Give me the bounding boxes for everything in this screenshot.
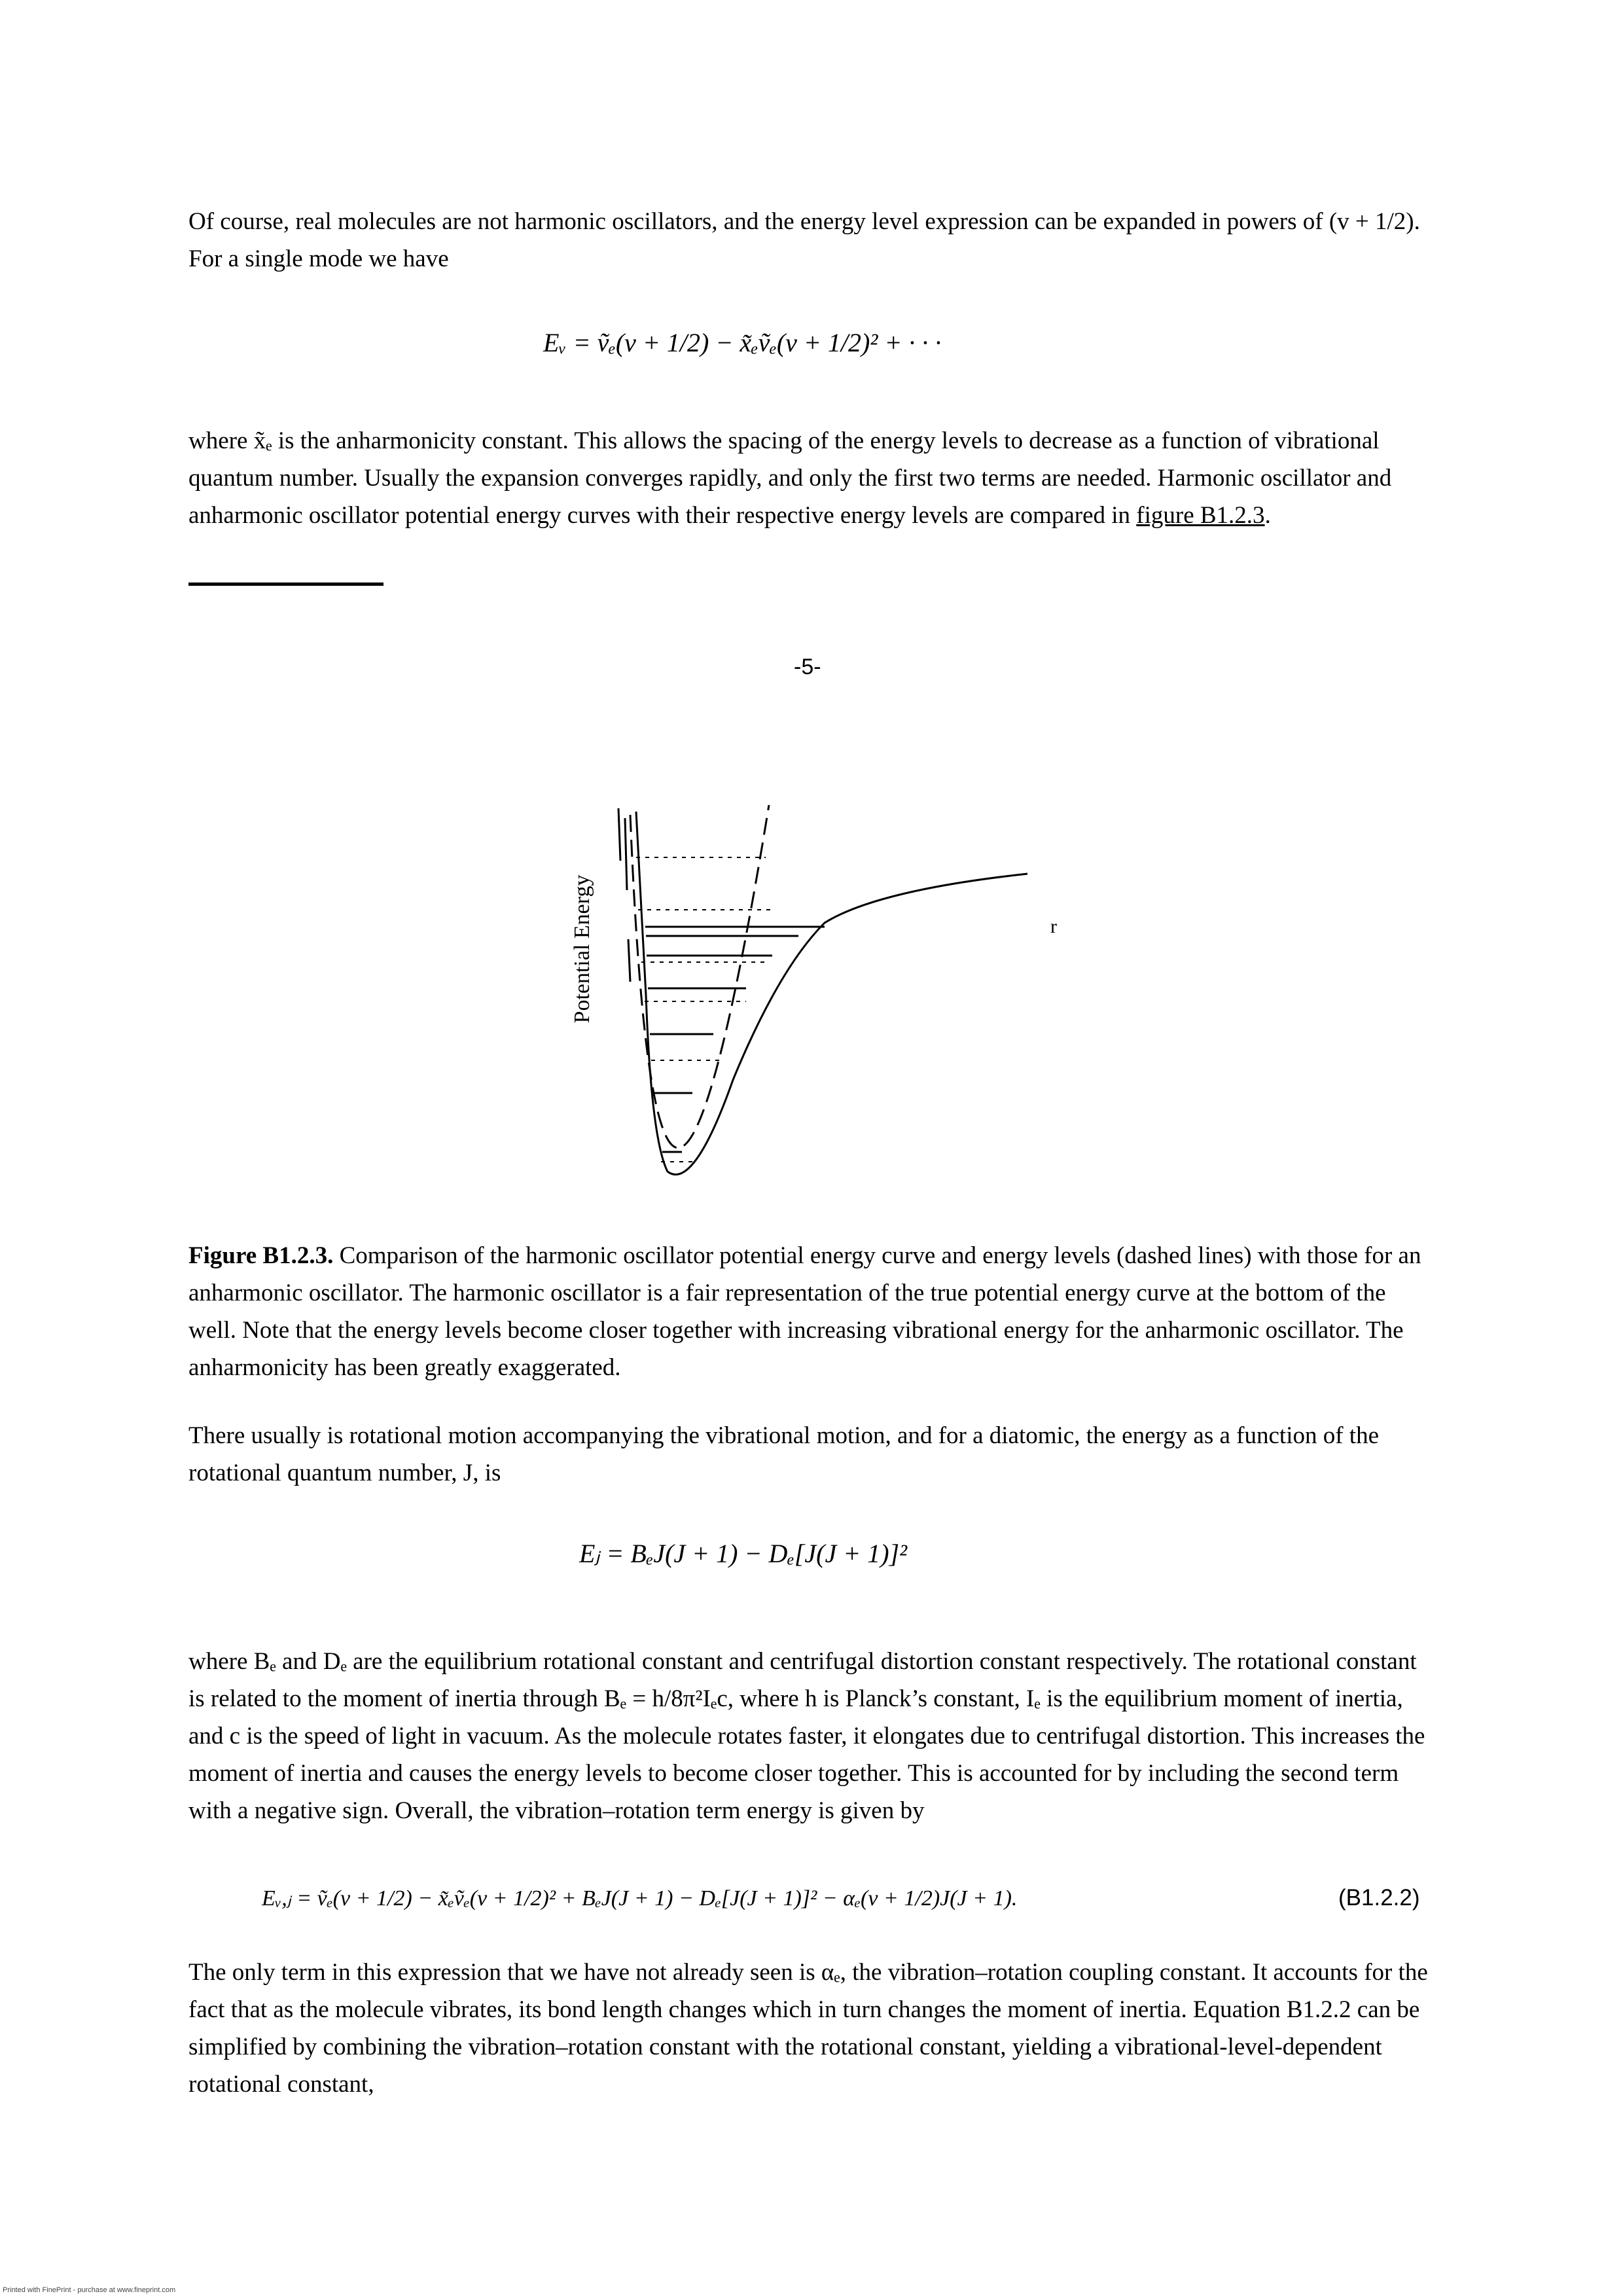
harmonic-curve — [629, 804, 770, 1149]
anharmonic-levels — [645, 925, 825, 1153]
paragraph-coupling: The only term in this expression that we… — [188, 1959, 1428, 2098]
paragraph-anharmonicity-text: where x̃ₑ is the anharmonicity constant.… — [188, 427, 1392, 529]
figure-ylabel: Potential Energy — [570, 875, 594, 1024]
caption-text: Comparison of the harmonic oscillator po… — [188, 1242, 1421, 1381]
paragraph-anharmonicity: where x̃ₑ is the anharmonicity constant.… — [188, 422, 1432, 534]
wall-marks — [617, 808, 632, 982]
paragraph-rotational: There usually is rotational motion accom… — [188, 1422, 1379, 1486]
equation-vibrational-energy: Eᵥ = ṽₑ(v + 1/2) − x̃ₑṽₑ(v + 1/2)² + · ·… — [543, 328, 942, 357]
equation-vibration-rotation: Eᵥ,ⱼ = ṽₑ(v + 1/2) − x̃ₑṽₑ(v + 1/2)² + B… — [262, 1886, 1018, 1910]
figure-caption: Figure B1.2.3. Comparison of the harmoni… — [188, 1237, 1432, 1386]
anharmonic-curve — [635, 811, 1028, 1175]
page-number: -5- — [794, 655, 821, 679]
paragraph-constants: where Bₑ and Dₑ are the equilibrium rota… — [188, 1648, 1425, 1824]
figure-potential-energy: Potential Energy r — [570, 804, 1057, 1175]
figure-link[interactable]: figure B1.2.3 — [1136, 502, 1265, 529]
paragraph-intro: Of course, real molecules are not harmon… — [188, 208, 1420, 272]
equation-number: (B1.2.2) — [1338, 1885, 1420, 1910]
harmonic-levels — [636, 857, 772, 1162]
figure-xlabel: r — [1050, 916, 1057, 937]
paragraph-anharmonicity-end: . — [1264, 502, 1271, 529]
footnote-rule — [188, 583, 383, 586]
equation-rotational-energy: Eⱼ = BₑJ(J + 1) − Dₑ[J(J + 1)]² — [579, 1539, 908, 1568]
caption-label: Figure B1.2.3. — [188, 1242, 334, 1269]
footer-note: Printed with FinePrint - purchase at www… — [3, 2286, 176, 2294]
